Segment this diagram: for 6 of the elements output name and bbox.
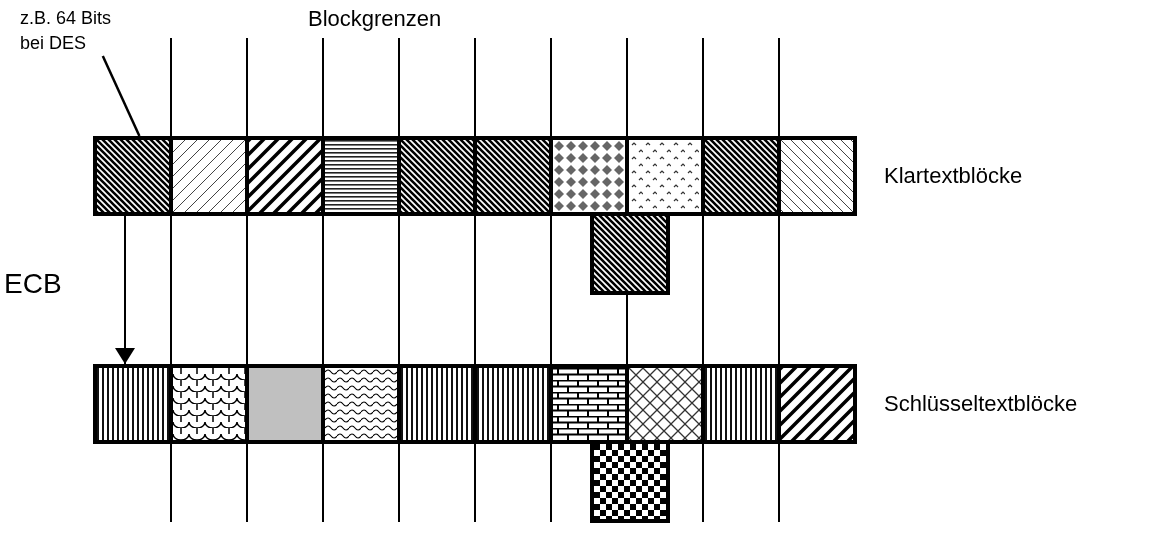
row-label: Schlüsseltextblöcke	[884, 391, 1078, 417]
arrow	[115, 215, 135, 365]
annotation-text: z.B. 64 Bits bei DES	[20, 6, 135, 56]
row-label: Klartextblöcke	[884, 163, 1023, 189]
axis-caption: Blockgrenzen	[308, 6, 442, 32]
leader-line	[101, 55, 141, 137]
